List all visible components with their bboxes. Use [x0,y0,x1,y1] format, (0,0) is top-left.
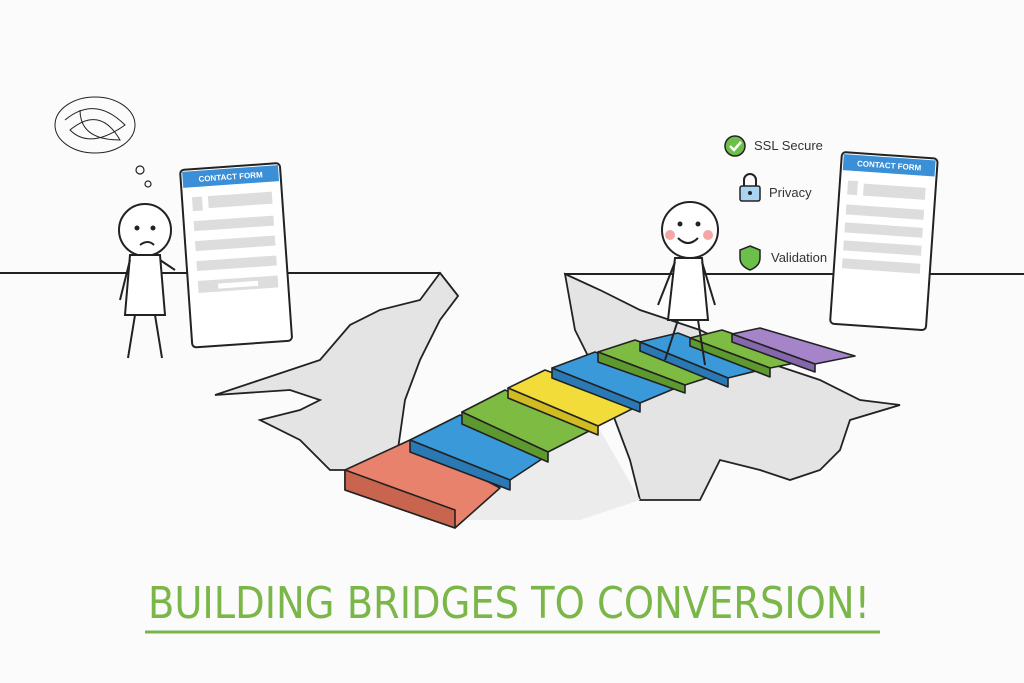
plank-1 [344,439,501,529]
bridge-planks [344,327,856,529]
headline: BUILDING BRIDGES TO CONVERSION! [148,578,870,629]
right-form-title: CONTACT FORM [857,159,922,172]
right-contact-form: CONTACT FORM [829,151,939,332]
happy-stick-figure [657,201,719,366]
left-contact-form: CONTACT FORM [179,162,293,349]
badge-ssl: SSL Secure [724,135,823,157]
badge-validation: Validation [739,245,827,271]
plank-9 [731,327,856,373]
badge-label: SSL Secure [754,138,823,153]
shield-icon [739,245,761,271]
badge-privacy: Privacy [739,173,812,202]
plank-6 [597,339,726,394]
plank-3 [461,389,596,463]
confused-stick-figure [54,96,176,359]
left-form-title: CONTACT FORM [198,170,263,183]
badge-label: Validation [771,250,827,265]
badge-label: Privacy [769,185,812,200]
lock-icon [739,173,761,202]
plank-5 [551,351,684,413]
thought-scribble [54,96,136,154]
check-circle-icon [724,135,746,157]
